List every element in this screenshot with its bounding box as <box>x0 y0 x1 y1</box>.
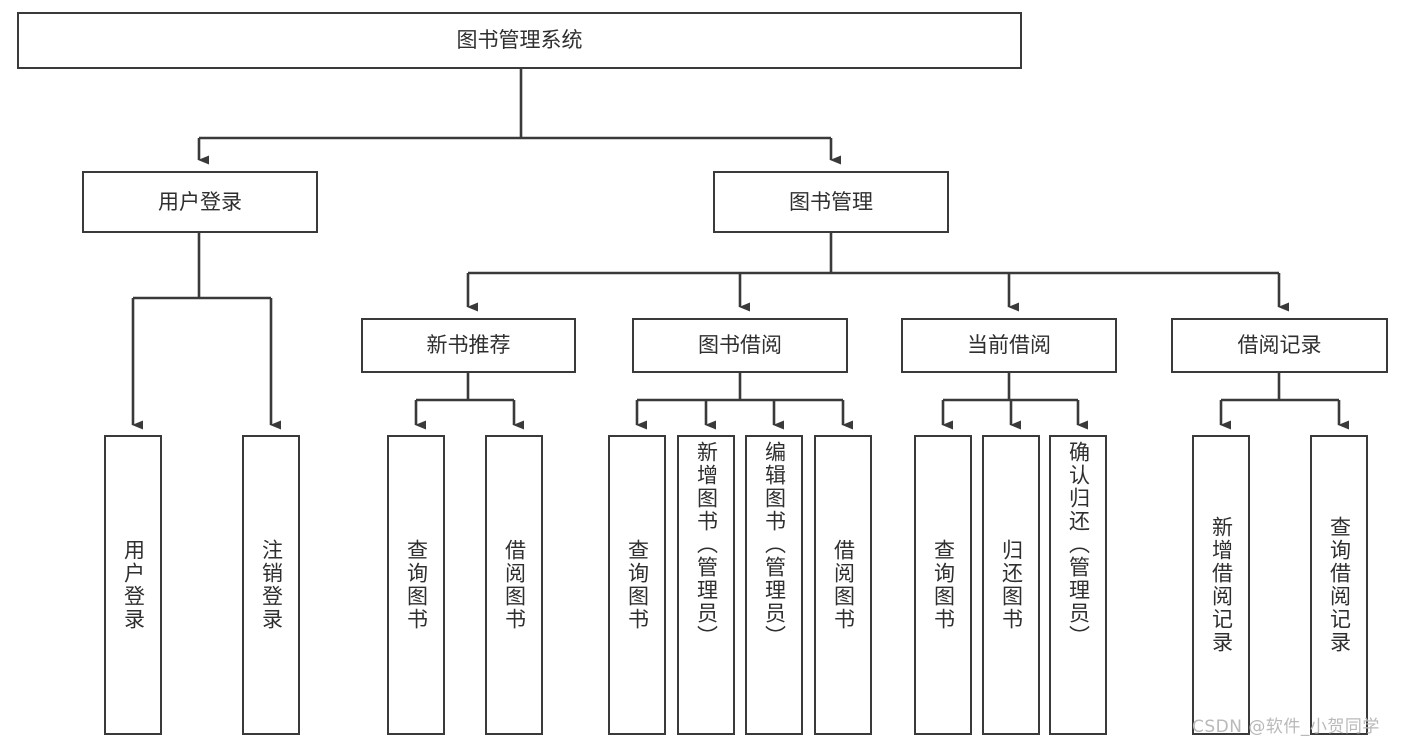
node-new-book-recommend[interactable]: 新书推荐 <box>361 318 576 373</box>
node-leaf-borrow-book-1-label: 借阅图书 <box>502 539 527 631</box>
node-book-management-label: 图书管理 <box>789 189 873 214</box>
node-leaf-borrow-book-2-label: 借阅图书 <box>831 539 856 631</box>
node-leaf-query-record[interactable]: 查询借阅记录 <box>1310 435 1368 735</box>
node-root-label: 图书管理系统 <box>456 28 583 53</box>
node-user-login-label: 用户登录 <box>158 189 242 214</box>
node-borrow-record[interactable]: 借阅记录 <box>1171 318 1388 373</box>
node-leaf-query-book-3-label: 查询图书 <box>931 539 956 631</box>
node-leaf-add-book[interactable]: 新增图书（管理员） <box>677 435 735 735</box>
node-book-borrow[interactable]: 图书借阅 <box>632 318 848 373</box>
node-leaf-borrow-book-1[interactable]: 借阅图书 <box>485 435 543 735</box>
node-new-book-recommend-label: 新书推荐 <box>426 333 511 358</box>
node-current-borrow-label: 当前借阅 <box>967 333 1051 358</box>
node-leaf-add-record[interactable]: 新增借阅记录 <box>1192 435 1250 735</box>
node-user-login[interactable]: 用户登录 <box>82 171 318 233</box>
node-current-borrow[interactable]: 当前借阅 <box>901 318 1117 373</box>
node-root[interactable]: 图书管理系统 <box>17 12 1022 69</box>
node-leaf-return-book[interactable]: 归还图书 <box>982 435 1040 735</box>
node-leaf-logout-label: 注销登录 <box>259 539 284 631</box>
node-book-borrow-label: 图书借阅 <box>698 333 782 358</box>
node-leaf-confirm-return[interactable]: 确认归还（管理员） <box>1049 435 1107 735</box>
node-leaf-edit-book[interactable]: 编辑图书（管理员） <box>745 435 803 735</box>
node-leaf-add-book-label: 新增图书（管理员） <box>694 441 719 648</box>
watermark-text: CSDN @软件_小贺同学 <box>1192 717 1380 737</box>
node-leaf-return-book-label: 归还图书 <box>999 539 1024 631</box>
node-leaf-user-login[interactable]: 用户登录 <box>104 435 162 735</box>
node-leaf-borrow-book-2[interactable]: 借阅图书 <box>814 435 872 735</box>
node-leaf-query-book-1[interactable]: 查询图书 <box>387 435 445 735</box>
node-leaf-confirm-return-label: 确认归还（管理员） <box>1066 441 1091 648</box>
node-leaf-query-book-1-label: 查询图书 <box>404 539 429 631</box>
node-leaf-query-book-3[interactable]: 查询图书 <box>914 435 972 735</box>
node-book-management[interactable]: 图书管理 <box>713 171 949 233</box>
node-leaf-edit-book-label: 编辑图书（管理员） <box>762 441 787 648</box>
node-leaf-logout[interactable]: 注销登录 <box>242 435 300 735</box>
node-leaf-query-book-2-label: 查询图书 <box>625 539 650 631</box>
node-leaf-add-record-label: 新增借阅记录 <box>1209 516 1234 654</box>
node-leaf-user-login-label: 用户登录 <box>121 539 146 631</box>
node-leaf-query-book-2[interactable]: 查询图书 <box>608 435 666 735</box>
node-leaf-query-record-label: 查询借阅记录 <box>1327 516 1352 654</box>
node-borrow-record-label: 借阅记录 <box>1237 333 1322 358</box>
